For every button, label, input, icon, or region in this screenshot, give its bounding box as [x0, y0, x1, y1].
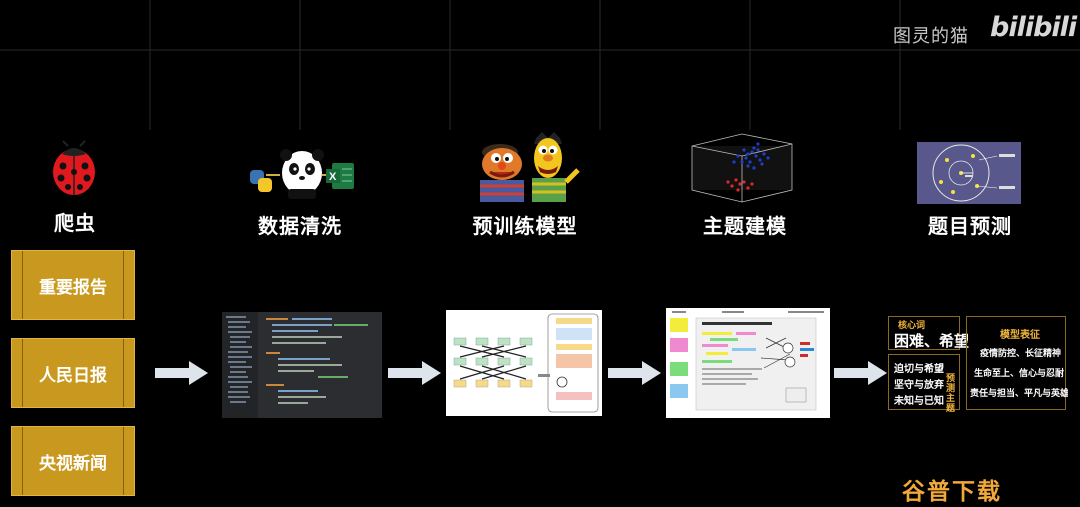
- core-words-heading: 核心词: [898, 321, 926, 331]
- model-repr-line: 疫情防控、长征精神: [980, 349, 1062, 359]
- arrow-right-icon: [155, 361, 208, 385]
- ernie-bert-icon: [480, 132, 580, 202]
- prediction-result-panel: 核心词 困难、希望 迫切与希望 坚守与放弃 未知与已知 预测主题 模型表征 疫情…: [888, 316, 1068, 412]
- word-pair: 未知与已知: [894, 396, 944, 407]
- stage-label-pretrain: 预训练模型: [472, 214, 578, 238]
- source-box-report: 重要报告: [11, 250, 135, 320]
- svg-text:X: X: [329, 171, 337, 183]
- word-pairs-box: [888, 354, 960, 410]
- word-pair: 坚守与放弃: [894, 380, 944, 391]
- ladybug-icon: [53, 140, 95, 195]
- core-words-box: [888, 316, 960, 350]
- code-editor-thumbnail: [222, 312, 382, 418]
- topic-model-document-thumbnail: [666, 308, 830, 418]
- source-box-peoples-daily: 人民日报: [11, 338, 135, 408]
- stage-label-prediction: 题目预测: [928, 214, 1012, 238]
- model-repr-heading: 模型表征: [1000, 330, 1040, 341]
- model-repr-line: 责任与担当、平凡与英雄: [970, 389, 1068, 399]
- model-repr-line: 生命至上、信心与忍耐: [974, 369, 1065, 379]
- predict-label: 预测主题: [946, 374, 956, 412]
- stage-label-cleaning: 数据清洗: [258, 214, 342, 238]
- stage-label-crawler: 爬虫: [54, 211, 96, 235]
- arrow-right-icon: [608, 361, 661, 385]
- channel-watermark: 图灵的猫: [893, 26, 969, 47]
- core-words: 困难、希望: [894, 332, 970, 350]
- arrow-right-icon: [388, 361, 441, 385]
- scatter-cube-icon: [691, 133, 793, 203]
- cluster-diagram-icon: [917, 142, 1021, 204]
- stage-label-topic-model: 主题建模: [703, 214, 787, 238]
- python-panda-excel-icon: X: [250, 149, 354, 199]
- bilibili-logo: bilibili: [990, 12, 1077, 43]
- transformer-diagram-thumbnail: [446, 310, 602, 416]
- arrow-right-icon: [834, 361, 887, 385]
- word-pair: 迫切与希望: [894, 364, 944, 375]
- download-site-watermark: 谷普下载: [902, 479, 1002, 505]
- source-box-cctv-news: 央视新闻: [11, 426, 135, 496]
- model-repr-box: [966, 316, 1066, 410]
